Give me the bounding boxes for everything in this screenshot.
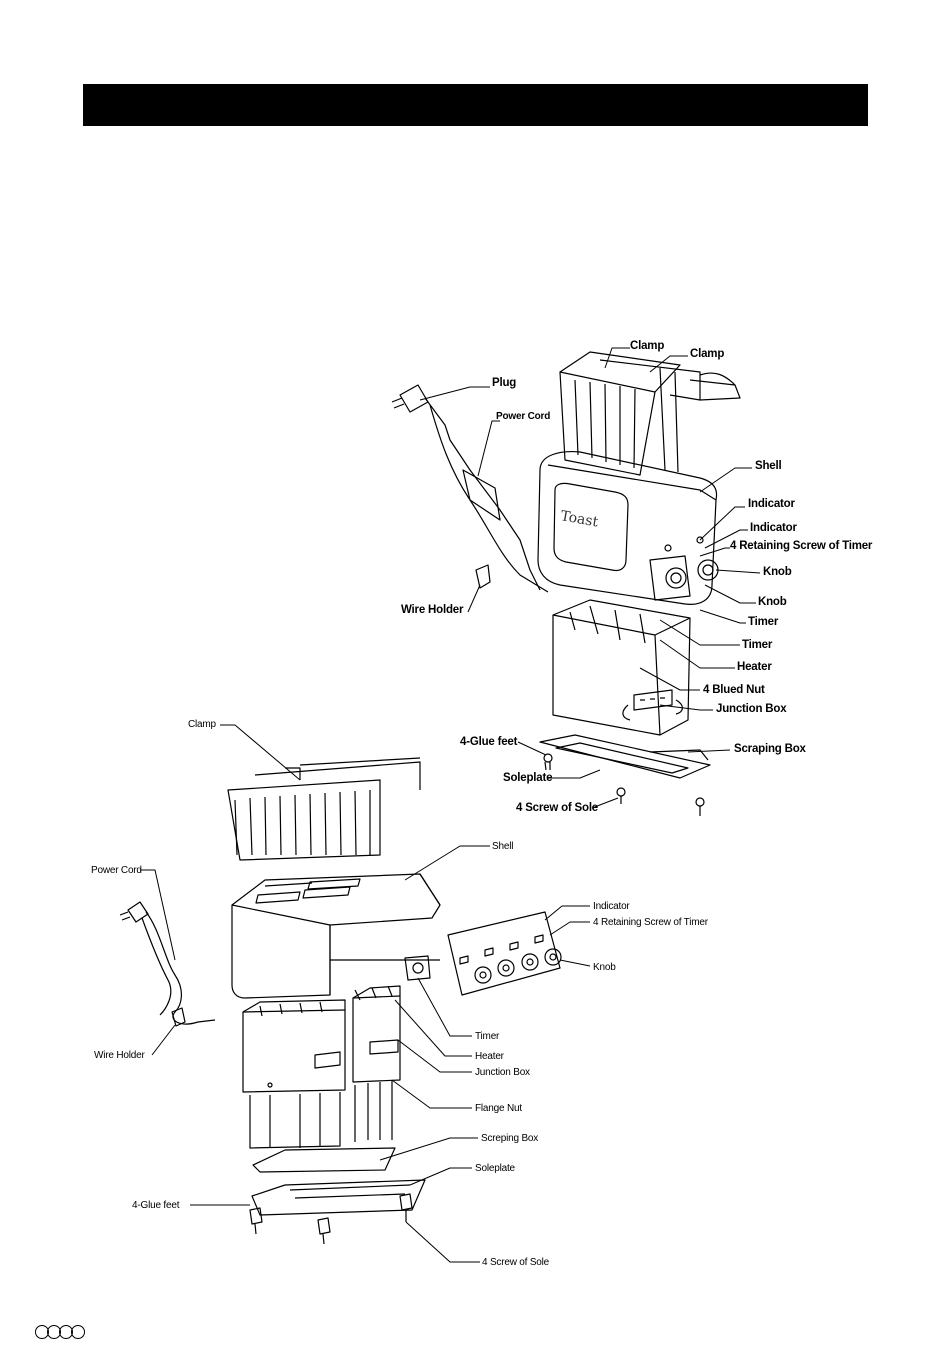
- top-soleplate: [539, 734, 711, 816]
- label-scraping-box: Scraping Box: [734, 743, 806, 755]
- label-indicator: Indicator: [748, 498, 795, 510]
- label-clamp: Clamp: [188, 719, 216, 730]
- label-retaining-screw: 4 Retaining Screw of Timer: [593, 917, 708, 928]
- label-glue-feet: 4-Glue feet: [460, 736, 518, 748]
- top-clamps: [559, 351, 741, 476]
- header-bar: [83, 84, 868, 126]
- label-timer: Timer: [748, 616, 779, 628]
- label-plug: Plug: [492, 377, 517, 389]
- label-soleplate: Soleplate: [503, 772, 553, 784]
- bottom-toaster-drawing: [119, 757, 562, 1245]
- top-toaster-drawing: Toast: [391, 351, 741, 816]
- label-screw-of-sole: 4 Screw of Sole: [482, 1257, 550, 1268]
- label-timer: Timer: [475, 1031, 500, 1042]
- label-junction-box: Junction Box: [475, 1067, 530, 1078]
- label-heater: Heater: [737, 661, 772, 673]
- bottom-control-panel: [404, 911, 562, 996]
- svg-text:Toast: Toast: [559, 508, 599, 530]
- label-clamp: Clamp: [690, 348, 725, 360]
- label-soleplate: Soleplate: [475, 1163, 515, 1174]
- bottom-shell: [231, 873, 441, 999]
- label-clamp: Clamp: [630, 340, 665, 352]
- top-heater-box: [552, 599, 691, 736]
- label-shell: Shell: [755, 460, 782, 472]
- bottom-base: [249, 1147, 426, 1245]
- label-blued-nut: 4 Blued Nut: [703, 684, 765, 696]
- label-wire-holder: Wire Holder: [401, 604, 464, 616]
- footer-logo: [35, 1325, 85, 1339]
- label-knob: Knob: [763, 566, 792, 578]
- bottom-heaters: [242, 985, 401, 1149]
- label-retaining-screw: 4 Retaining Screw of Timer: [730, 540, 873, 552]
- label-scraping-box: Screping Box: [481, 1133, 539, 1144]
- label-power-cord: Power Cord: [496, 411, 551, 422]
- label-glue-feet: 4-Glue feet: [132, 1200, 180, 1211]
- circle-icon: [71, 1325, 85, 1339]
- label-indicator: Indicator: [593, 901, 630, 912]
- top-leader-lines: [419, 347, 761, 809]
- label-heater: Heater: [475, 1051, 504, 1062]
- label-knob: Knob: [593, 962, 616, 973]
- bottom-power-cord: [119, 901, 216, 1027]
- label-shell: Shell: [492, 841, 514, 852]
- top-shell: Toast: [537, 450, 719, 605]
- label-screw-of-sole: 4 Screw of Sole: [516, 802, 599, 814]
- label-flange-nut: Flange Nut: [475, 1103, 522, 1114]
- label-knob: Knob: [758, 596, 787, 608]
- label-wire-holder: Wire Holder: [94, 1050, 145, 1061]
- label-indicator: Indicator: [750, 522, 797, 534]
- label-power-cord: Power Cord: [91, 865, 142, 876]
- bottom-leader-lines: [140, 724, 591, 1263]
- bottom-clamps: [227, 757, 421, 861]
- label-junction-box: Junction Box: [716, 703, 787, 715]
- label-timer: Timer: [742, 639, 773, 651]
- top-power-cord: [391, 384, 549, 593]
